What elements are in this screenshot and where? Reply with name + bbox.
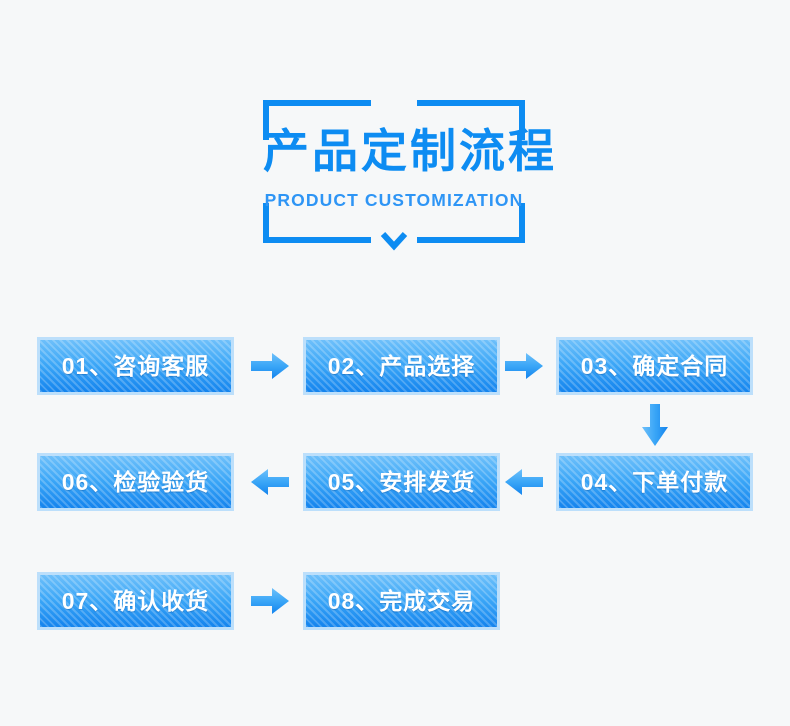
step-label-07: 07、确认收货: [61, 587, 210, 614]
title-block: 产品定制流程 PRODUCT CUSTOMIZATION: [263, 100, 557, 251]
step-label-03: 03、确定合同: [580, 352, 729, 379]
step-box-02[interactable]: 02、产品选择: [303, 337, 500, 395]
chevron-down-icon: [378, 224, 410, 256]
arrow-left-icon-04-to-05: [505, 467, 543, 497]
step-box-05[interactable]: 05、安排发货: [303, 453, 500, 511]
step-box-08[interactable]: 08、完成交易: [303, 572, 500, 630]
arrow-left-icon-05-to-06: [251, 467, 289, 497]
bracket-corner-bottom-left: [263, 203, 371, 243]
bracket-corner-bottom-right: [417, 203, 525, 243]
step-box-06[interactable]: 06、检验验货: [37, 453, 234, 511]
step-label-02: 02、产品选择: [327, 352, 476, 379]
page-subtitle: PRODUCT CUSTOMIZATION: [264, 190, 524, 210]
arrow-down-icon-03-to-04: [640, 404, 670, 446]
arrow-right-icon-07-to-08: [251, 586, 289, 616]
step-label-01: 01、咨询客服: [61, 352, 210, 379]
step-label-04: 04、下单付款: [580, 468, 729, 495]
step-box-03[interactable]: 03、确定合同: [556, 337, 753, 395]
bracket-corner-top-right: [417, 100, 525, 140]
step-box-07[interactable]: 07、确认收货: [37, 572, 234, 630]
step-box-04[interactable]: 04、下单付款: [556, 453, 753, 511]
step-label-05: 05、安排发货: [327, 468, 476, 495]
step-box-01[interactable]: 01、咨询客服: [37, 337, 234, 395]
bracket-corner-top-left: [263, 100, 371, 140]
arrow-right-icon-01-to-02: [251, 351, 289, 381]
arrow-right-icon-02-to-03: [505, 351, 543, 381]
page-title: 产品定制流程: [263, 125, 557, 177]
step-label-06: 06、检验验货: [61, 468, 210, 495]
step-label-08: 08、完成交易: [327, 587, 476, 614]
